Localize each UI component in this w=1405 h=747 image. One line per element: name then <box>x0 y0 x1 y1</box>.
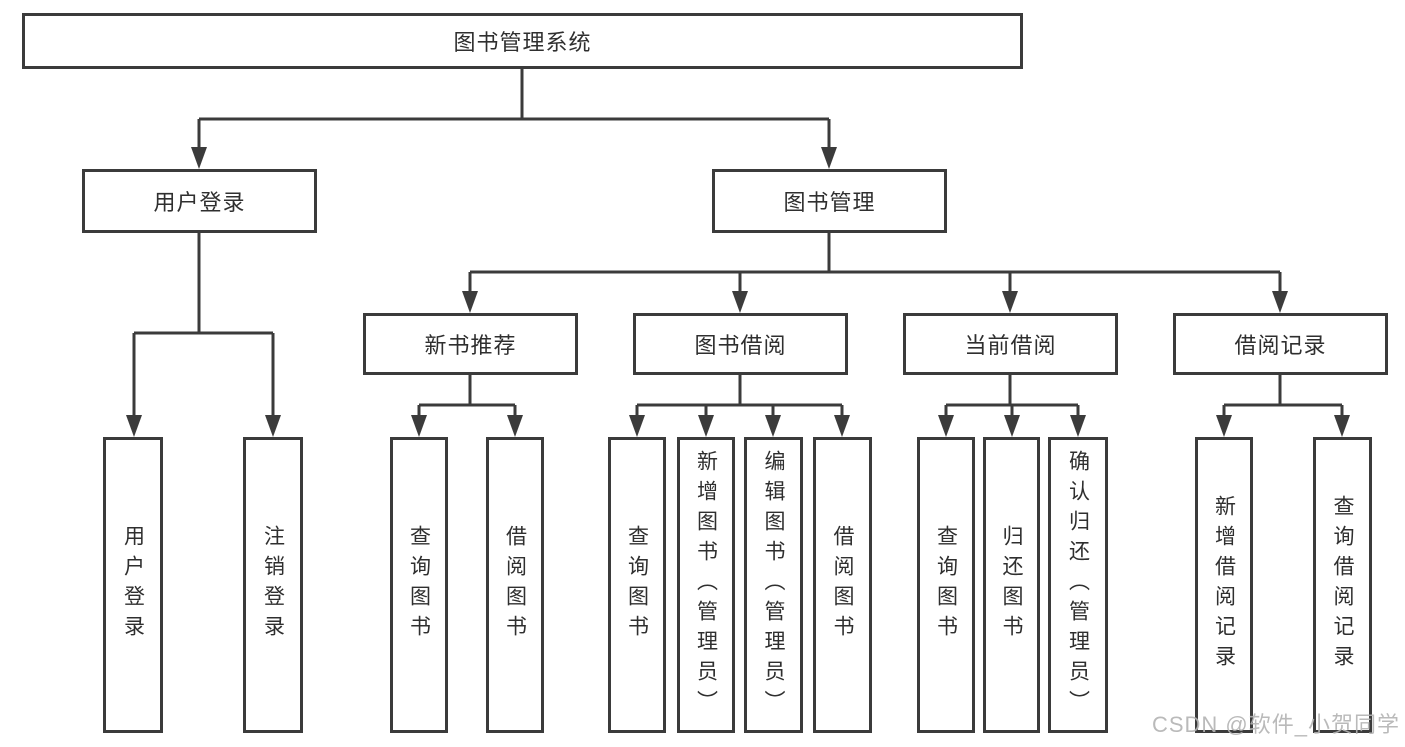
node-root: 图书管理系统 <box>22 13 1023 69</box>
leaf-query-books-2-label: 查询图书 <box>625 525 649 645</box>
leaf-borrow-books-2-label: 借阅图书 <box>831 525 854 645</box>
leaf-query-books-2: 查询图书 <box>608 437 666 733</box>
node-book-management-label: 图书管理 <box>783 190 876 215</box>
leaf-confirm-return-admin-label: 确认归还（管理员） <box>1066 450 1090 720</box>
leaf-add-books-admin: 新增图书（管理员） <box>677 437 735 733</box>
leaf-user-login: 用户登录 <box>103 437 163 733</box>
leaf-return-books-label: 归还图书 <box>1000 525 1023 645</box>
leaf-edit-books-admin: 编辑图书（管理员） <box>744 437 803 733</box>
node-book-borrowing: 图书借阅 <box>633 313 848 375</box>
leaf-add-borrow-record-label: 新增借阅记录 <box>1212 495 1236 675</box>
arrowheads <box>126 147 1350 437</box>
node-current-borrowing: 当前借阅 <box>903 313 1118 375</box>
node-new-book-recommend: 新书推荐 <box>363 313 578 375</box>
leaf-logout: 注销登录 <box>243 437 303 733</box>
leaf-logout-label: 注销登录 <box>261 525 285 645</box>
leaf-borrow-books-1-label: 借阅图书 <box>503 525 527 645</box>
node-book-borrowing-label: 图书借阅 <box>694 333 787 358</box>
leaf-query-borrow-record: 查询借阅记录 <box>1313 437 1372 733</box>
leaf-query-books-3-label: 查询图书 <box>934 525 958 645</box>
leaf-query-borrow-record-label: 查询借阅记录 <box>1331 495 1354 675</box>
leaf-query-books-1-label: 查询图书 <box>407 525 431 645</box>
node-borrowing-records-label: 借阅记录 <box>1234 333 1327 358</box>
node-user-login: 用户登录 <box>82 169 317 233</box>
leaf-edit-books-admin-label: 编辑图书（管理员） <box>762 450 785 720</box>
node-borrowing-records: 借阅记录 <box>1173 313 1388 375</box>
node-root-label: 图书管理系统 <box>453 30 592 55</box>
node-book-management: 图书管理 <box>712 169 947 233</box>
leaf-return-books: 归还图书 <box>983 437 1040 733</box>
leaf-borrow-books-2: 借阅图书 <box>813 437 872 733</box>
leaf-query-books-1: 查询图书 <box>390 437 448 733</box>
node-new-book-recommend-label: 新书推荐 <box>424 333 517 358</box>
leaf-add-books-admin-label: 新增图书（管理员） <box>694 450 718 720</box>
node-current-borrowing-label: 当前借阅 <box>964 333 1057 358</box>
node-user-login-label: 用户登录 <box>153 190 246 215</box>
leaf-user-login-label: 用户登录 <box>121 525 145 645</box>
leaf-add-borrow-record: 新增借阅记录 <box>1195 437 1253 733</box>
leaf-borrow-books-1: 借阅图书 <box>486 437 544 733</box>
leaf-confirm-return-admin: 确认归还（管理员） <box>1048 437 1108 733</box>
leaf-query-books-3: 查询图书 <box>917 437 975 733</box>
